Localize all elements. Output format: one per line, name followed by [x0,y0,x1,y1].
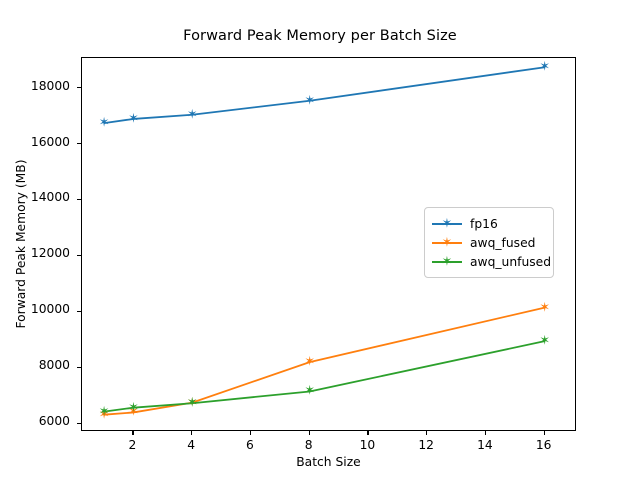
y-tick-label: 12000 [30,246,70,261]
series-line-fp16 [103,66,545,125]
y-tick-label: 8000 [38,358,70,373]
x-tick-label: 10 [359,438,376,452]
x-tick-label: 2 [128,438,137,452]
legend-line-icon [432,242,462,244]
legend-marker-icon: ✶ [441,235,453,251]
legend-swatch-line-icon-0: ✶ [432,216,462,232]
y-tick-label: 10000 [30,302,70,317]
x-tick-label: 12 [418,438,434,452]
data-point-marker-icon: ✶ [127,400,139,416]
data-point-marker-icon: ✶ [98,115,110,131]
data-point-marker-icon: ✶ [127,404,139,420]
y-tick-label: 14000 [30,190,70,205]
x-tick-label: 4 [187,438,196,452]
y-tick-mark [77,198,81,201]
series-line-awq_fused [103,306,545,416]
legend-item-2[interactable]: ✶ awq_unfused [432,253,551,272]
y-tick-mark [77,422,81,424]
legend-swatch-line-icon-2: ✶ [432,254,462,270]
x-tick-mark [367,431,369,435]
data-point-marker-icon: ✶ [186,395,198,411]
series-line-awq_unfused [103,340,545,413]
chart-title: Forward Peak Memory per Batch Size [183,28,457,44]
legend-item-1[interactable]: ✶ awq_fused [432,233,545,252]
x-tick-mark [249,431,251,435]
x-tick-label: 16 [535,438,552,452]
plot-area: ✶✶✶✶✶✶✶✶✶✶✶✶✶✶✶ [81,57,576,431]
data-point-marker-icon: ✶ [304,354,316,370]
legend-label-0: fp16 [470,216,498,231]
data-point-marker-icon: ✶ [127,111,139,127]
data-point-marker-icon: ✶ [539,59,551,75]
x-axis-label: Batch Size [296,455,361,469]
data-point-marker-icon: ✶ [186,107,198,123]
y-tick-mark [77,87,81,89]
y-tick-mark [77,254,81,256]
legend-marker-icon: ✶ [441,216,453,232]
y-tick-mark [77,366,81,368]
data-point-marker-icon: ✶ [186,395,198,411]
x-tick-label: 8 [304,438,313,452]
data-point-marker-icon: ✶ [539,300,551,316]
legend-line-icon [432,222,462,225]
legend-marker-icon: ✶ [441,254,453,270]
x-tick-label: 14 [477,438,493,452]
legend-swatch-line-icon-1: ✶ [432,235,462,251]
legend-line-icon [432,261,462,264]
legend-label-2: awq_unfused [470,255,552,270]
y-tick-mark [77,143,81,145]
series-lines [103,66,545,416]
x-tick-mark [191,431,193,435]
data-point-marker-icon: ✶ [539,333,551,349]
legend-item-0[interactable]: ✶ fp16 [432,214,545,233]
x-tick-mark [426,431,428,435]
x-tick-mark [132,431,134,435]
x-tick-mark [543,431,545,435]
y-tick-label: 6000 [38,414,70,429]
legend-box[interactable]: ✶ fp16 ✶ awq_fused ✶ awq_unfused [424,207,554,278]
y-tick-label: 16000 [30,134,70,149]
data-point-marker-icon: ✶ [98,407,110,423]
y-axis-label: Forward Peak Memory (MB) [14,159,28,329]
data-point-marker-icon: ✶ [304,383,316,399]
x-tick-label: 6 [245,438,254,452]
data-point-marker-icon: ✶ [304,93,316,109]
y-tick-label: 18000 [30,78,70,93]
data-point-marker-icon: ✶ [98,404,110,420]
legend-label-1: awq_fused [470,236,536,251]
x-tick-mark [484,431,487,435]
x-tick-mark [308,431,310,435]
y-tick-mark [77,310,81,312]
